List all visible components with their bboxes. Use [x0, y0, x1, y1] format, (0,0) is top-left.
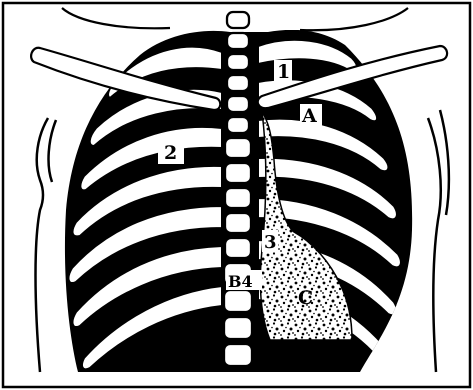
- label-2: 2: [164, 142, 177, 164]
- vertebra: [225, 163, 251, 183]
- label-B4-group: B4: [226, 270, 262, 291]
- vertebra: [227, 117, 249, 133]
- vertebra: [224, 317, 252, 339]
- label-1-group: 1: [274, 60, 292, 83]
- label-B4: B4: [228, 272, 253, 291]
- label-5: 5: [166, 341, 179, 363]
- vertebra: [224, 290, 252, 312]
- label-A: A: [301, 105, 317, 127]
- vertebra: [227, 12, 249, 28]
- vertebra: [227, 75, 249, 91]
- vertebra: [225, 188, 251, 208]
- label-A-group: A: [300, 104, 322, 127]
- vertebra: [227, 96, 249, 112]
- vertebra: [225, 238, 251, 258]
- label-3: 3: [264, 232, 277, 253]
- label-C-group: C: [298, 287, 313, 309]
- vertebra: [227, 54, 249, 70]
- vertebra: [225, 138, 251, 158]
- label-2-group: 2: [158, 140, 184, 164]
- vertebra: [224, 344, 252, 366]
- vertebra: [227, 33, 249, 49]
- label-1: 1: [277, 61, 290, 83]
- vertebra: [225, 213, 251, 233]
- label-5-group: 5: [166, 341, 179, 363]
- label-C: C: [298, 287, 313, 309]
- spine: [224, 12, 252, 366]
- label-3-group: 3: [262, 230, 278, 253]
